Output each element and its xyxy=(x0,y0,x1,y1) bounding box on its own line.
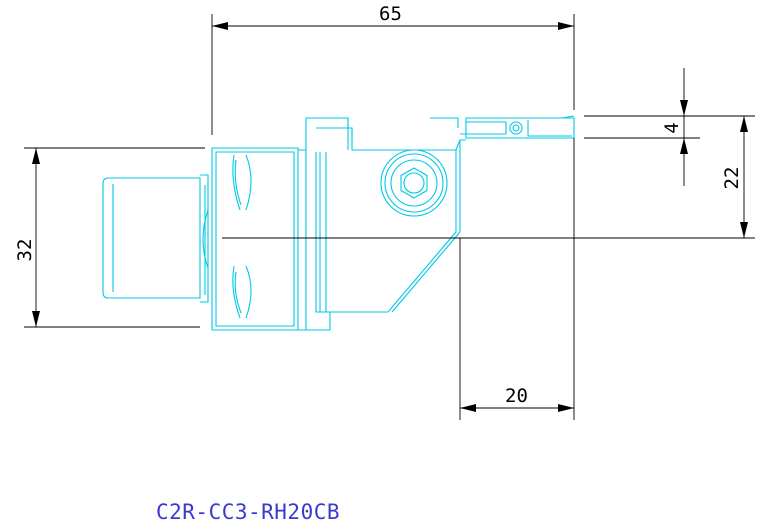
head-body xyxy=(298,117,466,331)
dim-overall-length: 65 xyxy=(379,3,402,25)
shank xyxy=(102,174,209,303)
dim-shank-height: 32 xyxy=(14,239,36,262)
dim-center-height: 22 xyxy=(721,167,743,190)
dimension-lines xyxy=(24,14,755,420)
flange xyxy=(211,147,299,331)
cutting-insert xyxy=(465,115,575,139)
part-number-label: C2R-CC3-RH20CB xyxy=(156,500,340,523)
tool-holder-outline xyxy=(102,115,575,331)
dim-reach: 20 xyxy=(505,385,528,407)
dim-groove-width: 4 xyxy=(661,122,683,133)
clamp-screw xyxy=(380,149,448,217)
